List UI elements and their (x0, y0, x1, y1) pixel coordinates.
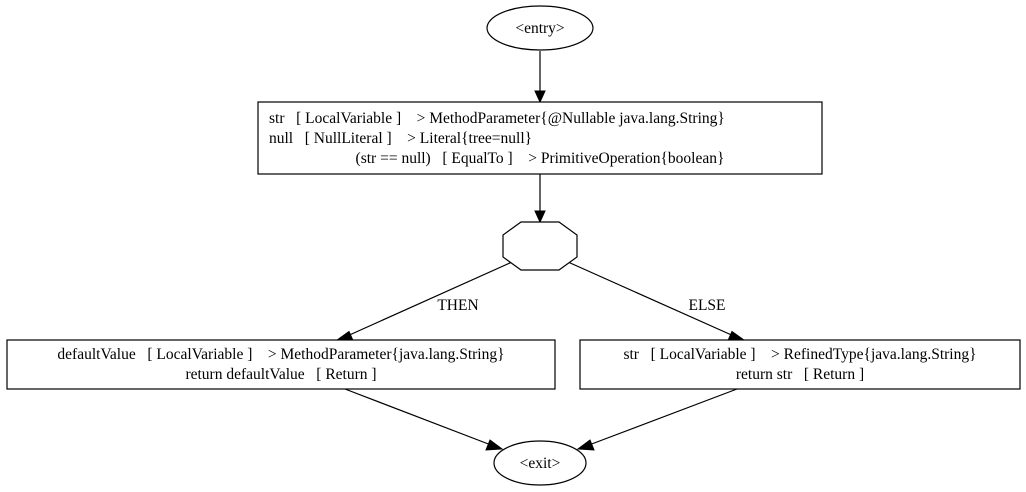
edge-then: THEN (333, 261, 513, 343)
exit-node: <exit> (493, 440, 587, 486)
then-block-node: defaultValue [ LocalVariable ] > MethodP… (6, 339, 556, 390)
edge-label-then: THEN (437, 297, 478, 314)
edge-else: ELSE (567, 261, 748, 343)
edge-block-to-condition (534, 174, 546, 224)
then-block-line-2: return defaultValue [ Return ] (185, 366, 376, 383)
main-block-node: str [ LocalVariable ] > MethodParameter{… (257, 101, 823, 175)
main-block-line-3: (str == null) [ EqualTo ] > PrimitiveOpe… (356, 150, 725, 167)
edge-else-to-exit (576, 388, 738, 451)
main-block-line-1: str [ LocalVariable ] > MethodParameter{… (269, 110, 725, 127)
edge-entry-to-block (534, 51, 546, 104)
entry-node: <entry> (486, 5, 594, 51)
else-block-node: str [ LocalVariable ] > RefinedType{java… (579, 339, 1021, 390)
else-block-line-2: return str [ Return ] (736, 366, 864, 383)
condition-node (502, 221, 578, 271)
edge-label-else: ELSE (688, 297, 725, 314)
entry-label: <entry> (515, 20, 564, 37)
then-block-line-1: defaultValue [ LocalVariable ] > MethodP… (57, 346, 504, 363)
exit-label: <exit> (520, 455, 561, 472)
else-block-line-1: str [ LocalVariable ] > RefinedType{java… (623, 346, 976, 363)
main-block-line-2: null [ NullLiteral ] > Literal{tree=null… (269, 130, 532, 147)
edge-then-to-exit (344, 388, 504, 451)
